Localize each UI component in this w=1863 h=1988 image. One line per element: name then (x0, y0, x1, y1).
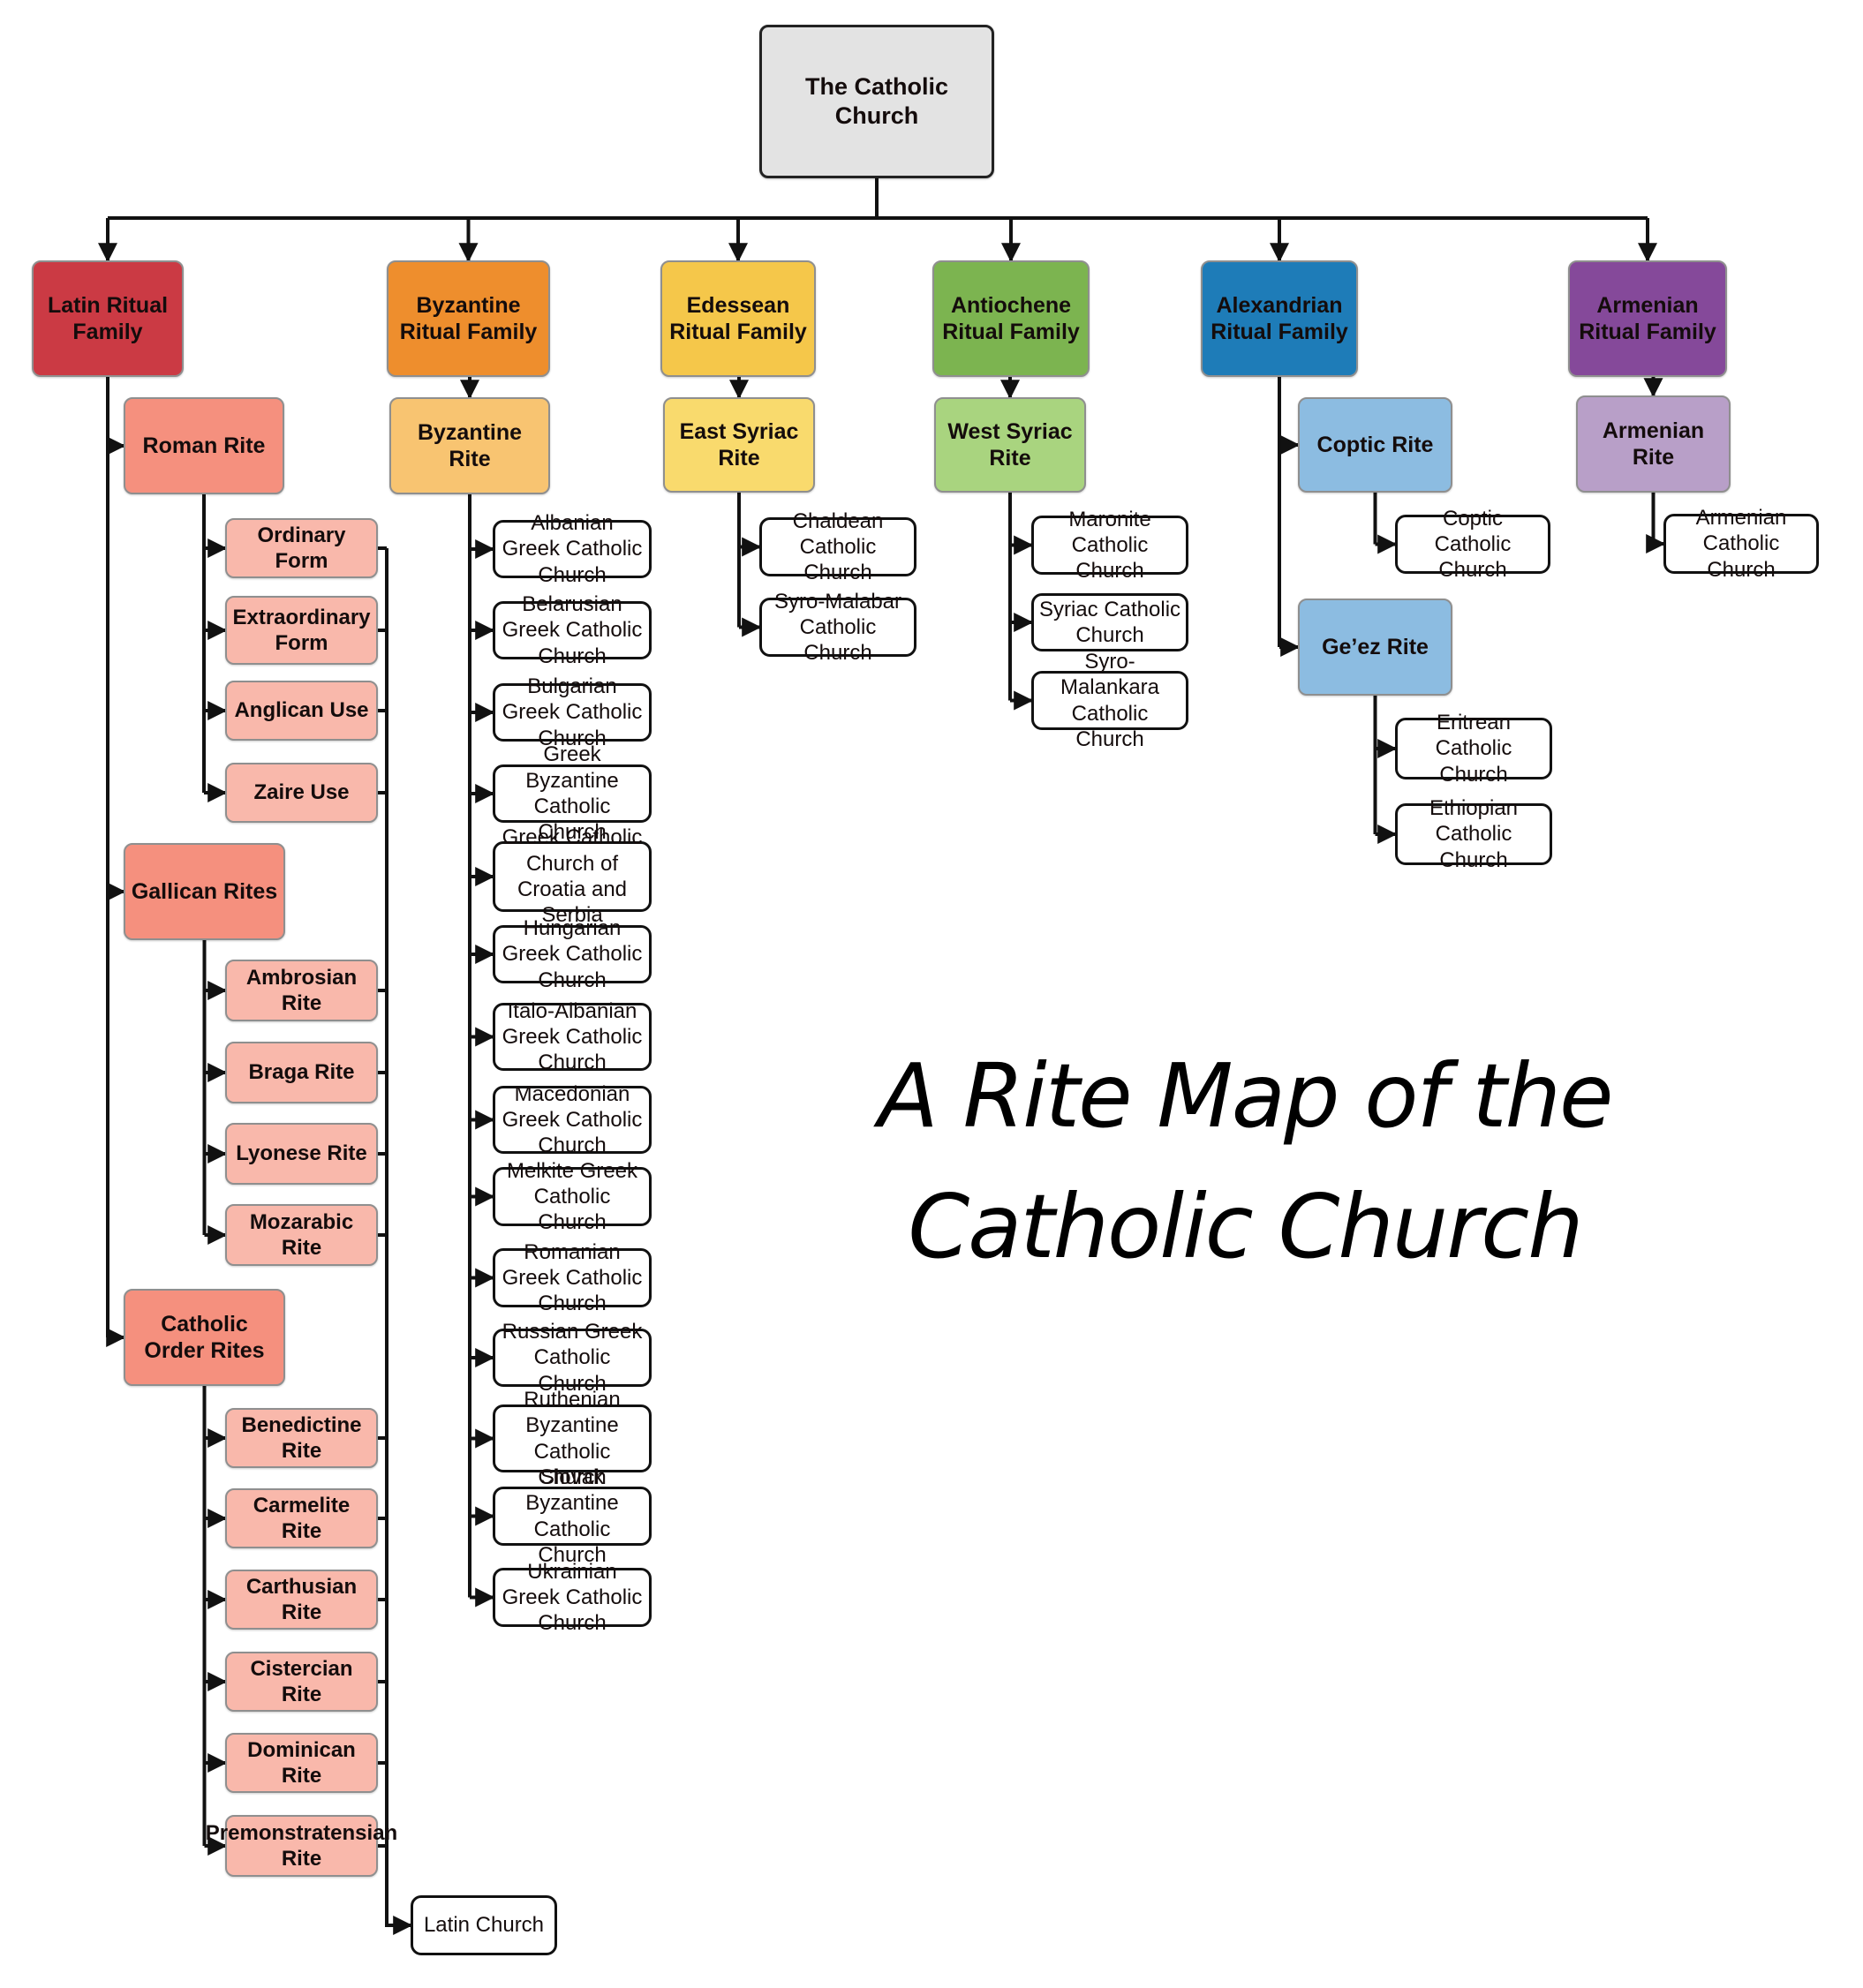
diagram-title-line2: Catholic Church (908, 1175, 1583, 1278)
ethiopian-catholic-church: Ethiopian Catholic Church (1395, 796, 1552, 872)
armenian-ritual-family: Armenian Ritual Family (1568, 260, 1727, 377)
melkite-greek-catholic-church: Melkite Greek Catholic Church (493, 1159, 652, 1234)
latin-ritual-family: Latin Ritual Family (32, 260, 184, 377)
east-syriac-rite: East Syriac Rite (663, 397, 815, 493)
chaldean-catholic-church: Chaldean Catholic Church (759, 509, 916, 584)
dominican-rite: Dominican Rite (225, 1733, 378, 1793)
belarusian-greek-catholic-church: Belarusian Greek Catholic Church (493, 592, 652, 668)
alexandrian-ritual-family: Alexandrian Ritual Family (1201, 260, 1358, 377)
maronite-catholic-church: Maronite Catholic Church (1031, 508, 1188, 583)
the-catholic-church: The Catholic Church (759, 25, 994, 178)
byzantine-ritual-family: Byzantine Ritual Family (387, 260, 550, 377)
syro-malabar-catholic-church: Syro-Malabar Catholic Church (759, 590, 916, 665)
ambrosian-rite: Ambrosian Rite (225, 960, 378, 1021)
romanian-greek-catholic-church: Romanian Greek Catholic Church (493, 1240, 652, 1315)
slovak-byzantine-catholic-church: Slovak Byzantine Catholic Church (493, 1465, 652, 1567)
roman-rite: Roman Rite (124, 397, 284, 494)
hungarian-greek-catholic-church: Hungarian Greek Catholic Church (493, 916, 652, 992)
ukrainian-greek-catholic-church: Ukrainian Greek Catholic Church (493, 1560, 652, 1635)
syro-malankara-catholic-church: Syro-Malankara Catholic Church (1031, 650, 1188, 751)
greek-byzantine-catholic-church: Greek Byzantine Catholic Church (493, 742, 652, 844)
latin-church: Latin Church (411, 1895, 557, 1955)
premonstratensian-rite: Premonstratensian Rite (206, 1815, 397, 1877)
cistercian-rite: Cistercian Rite (225, 1652, 378, 1712)
diagram-title-line1: A Rite Map of the (878, 1044, 1613, 1148)
braga-rite: Braga Rite (225, 1042, 378, 1103)
lyonese-rite: Lyonese Rite (225, 1123, 378, 1185)
extraordinary-form: Extraordinary Form (225, 596, 378, 665)
diagram-title: A Rite Map of the Catholic Church (821, 1031, 1669, 1292)
edessean-ritual-family: Edessean Ritual Family (660, 260, 816, 377)
geez-rite: Ge’ez Rite (1298, 599, 1452, 696)
carthusian-rite: Carthusian Rite (225, 1570, 378, 1630)
carmelite-rite: Carmelite Rite (225, 1488, 378, 1548)
ordinary-form: Ordinary Form (225, 518, 378, 578)
mozarabic-rite: Mozarabic Rite (225, 1204, 378, 1266)
russian-greek-catholic-church: Russian Greek Catholic Church (493, 1320, 652, 1396)
catholic-order-rites: Catholic Order Rites (124, 1289, 285, 1386)
syriac-catholic-church: Syriac Catholic Church (1031, 593, 1188, 651)
anglican-use: Anglican Use (225, 681, 378, 741)
macedonian-greek-catholic-church: Macedonian Greek Catholic Church (493, 1082, 652, 1157)
ruthenian-byzantine-catholic-church: Ruthenian Byzantine Catholic Church (493, 1388, 652, 1489)
italo-albanian-greek-catholic-church: Italo-Albanian Greek Catholic Church (493, 999, 652, 1074)
greek-catholic-church-of-croatia-and-serbia: Greek Catholic Church of Croatia and Ser… (493, 825, 652, 927)
gallican-rites: Gallican Rites (124, 843, 285, 940)
eritrean-catholic-church: Eritrean Catholic Church (1395, 711, 1552, 787)
bulgarian-greek-catholic-church: Bulgarian Greek Catholic Church (493, 674, 652, 750)
armenian-catholic-church: Armenian Catholic Church (1663, 506, 1819, 582)
antiochene-ritual-family: Antiochene Ritual Family (932, 260, 1090, 377)
zaire-use: Zaire Use (225, 763, 378, 823)
albanian-greek-catholic-church: Albanian Greek Catholic Church (493, 511, 652, 587)
west-syriac-rite: West Syriac Rite (934, 397, 1086, 493)
armenian-rite: Armenian Rite (1576, 395, 1731, 493)
byzantine-rite: Byzantine Rite (389, 397, 550, 494)
benedictine-rite: Benedictine Rite (225, 1408, 378, 1468)
coptic-rite: Coptic Rite (1298, 397, 1452, 493)
coptic-catholic-church: Coptic Catholic Church (1395, 507, 1550, 582)
connector-line (385, 548, 413, 1935)
